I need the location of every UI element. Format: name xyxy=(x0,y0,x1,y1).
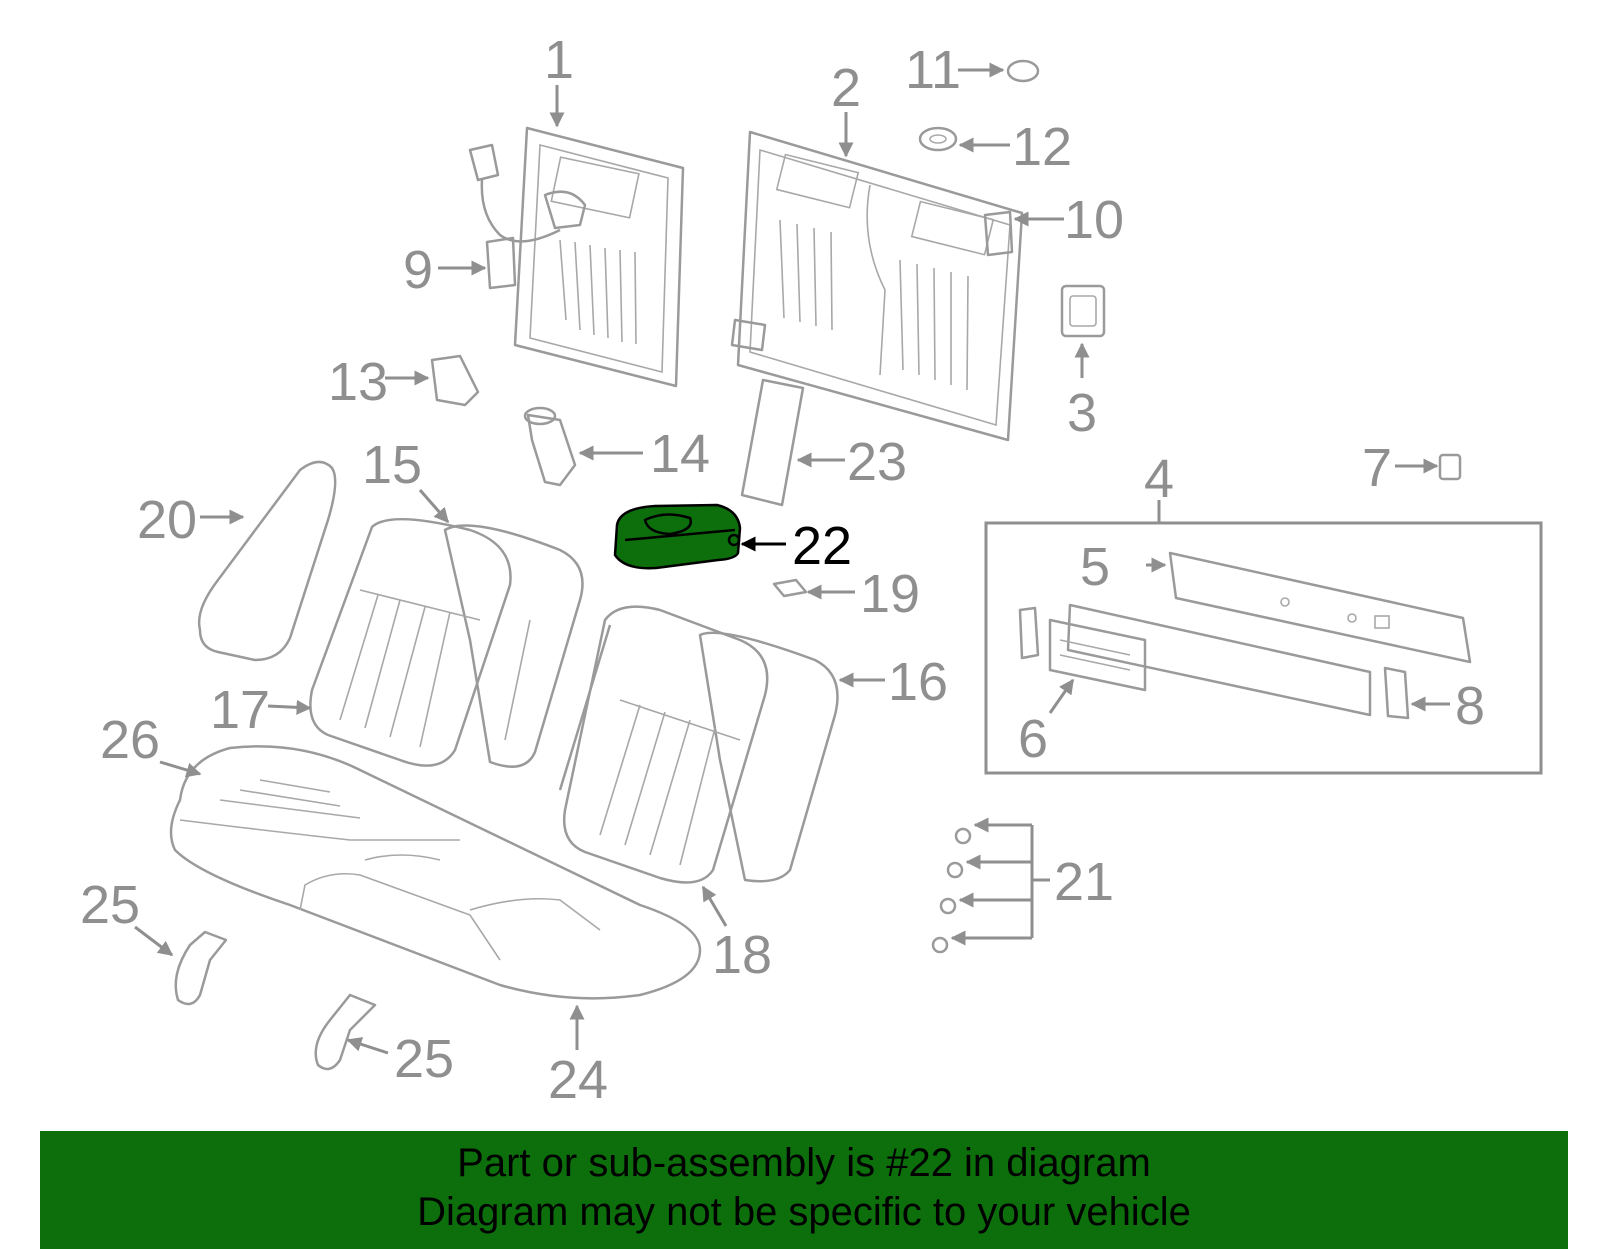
part-23-trim-panel xyxy=(740,378,805,507)
part-24-26-seat-cushion xyxy=(169,745,702,1000)
part-12-grommet xyxy=(918,126,958,152)
part-3-bezel xyxy=(1060,284,1106,338)
callout-9: 9 xyxy=(403,240,433,300)
callout-21: 21 xyxy=(1054,852,1114,912)
callout-10: 10 xyxy=(1064,190,1124,250)
callout-23: 23 xyxy=(847,432,907,492)
callout-13: 13 xyxy=(328,352,388,412)
part-14-hinge-pivot xyxy=(523,406,577,487)
part-25-strap-upper xyxy=(174,930,228,1006)
part-21-bolts xyxy=(931,827,972,954)
banner-line-disclaimer: Diagram may not be specific to your vehi… xyxy=(417,1190,1191,1234)
part-4-hinge-kit-box xyxy=(984,521,1543,775)
part-5-upper-rail xyxy=(1168,551,1472,664)
callout-17: 17 xyxy=(210,680,270,740)
callout-1: 1 xyxy=(544,30,574,90)
info-banner: Part or sub-assembly is #22 in diagram D… xyxy=(40,1131,1568,1249)
callout-25-upper: 25 xyxy=(80,875,140,935)
part-2-seatback-frame-right xyxy=(730,130,1024,442)
callout-26: 26 xyxy=(100,710,160,770)
callout-2: 2 xyxy=(831,58,861,118)
callout-11: 11 xyxy=(905,40,961,100)
part-16-seatback-cover-right-rear xyxy=(698,631,839,883)
callout-12: 12 xyxy=(1012,117,1072,177)
callout-15: 15 xyxy=(362,435,422,495)
leader-lines xyxy=(134,62,1450,1055)
callout-8: 8 xyxy=(1455,676,1485,736)
part-8-end-plate xyxy=(1383,666,1410,720)
callout-5: 5 xyxy=(1080,537,1110,597)
part-6-hinge-bracket xyxy=(1018,603,1372,717)
banner-line-part-info: Part or sub-assembly is #22 in diagram xyxy=(457,1141,1151,1185)
callout-18: 18 xyxy=(712,925,772,985)
callout-24: 24 xyxy=(548,1050,608,1110)
part-17-seatback-pad-left xyxy=(309,517,512,767)
part-20-side-bolster xyxy=(197,460,337,662)
callout-4: 4 xyxy=(1144,449,1174,509)
callout-22-highlighted: 22 xyxy=(792,516,852,576)
callout-25-lower: 25 xyxy=(394,1029,454,1089)
callout-3: 3 xyxy=(1067,383,1097,443)
part-18-seatback-pad-right xyxy=(558,605,769,884)
callout-6: 6 xyxy=(1018,709,1048,769)
part-7-clip xyxy=(1438,453,1462,481)
callout-16: 16 xyxy=(888,652,948,712)
part-22-armrest-highlighted xyxy=(613,503,742,570)
part-11-nut xyxy=(1006,59,1040,83)
part-15-seatback-cover-left-rear xyxy=(443,524,584,768)
callout-labels: 1 2 3 4 5 6 7 8 9 10 11 12 13 14 15 16 1… xyxy=(80,30,1485,1110)
callout-7: 7 xyxy=(1362,438,1392,498)
part-13-bracket xyxy=(430,354,480,407)
part-1-seatback-frame-left xyxy=(468,126,685,388)
part-19-pad xyxy=(772,578,808,598)
callout-19: 19 xyxy=(860,564,920,624)
callout-20: 20 xyxy=(137,490,197,550)
part-25-strap-lower xyxy=(314,993,377,1071)
callout-14: 14 xyxy=(650,424,710,484)
